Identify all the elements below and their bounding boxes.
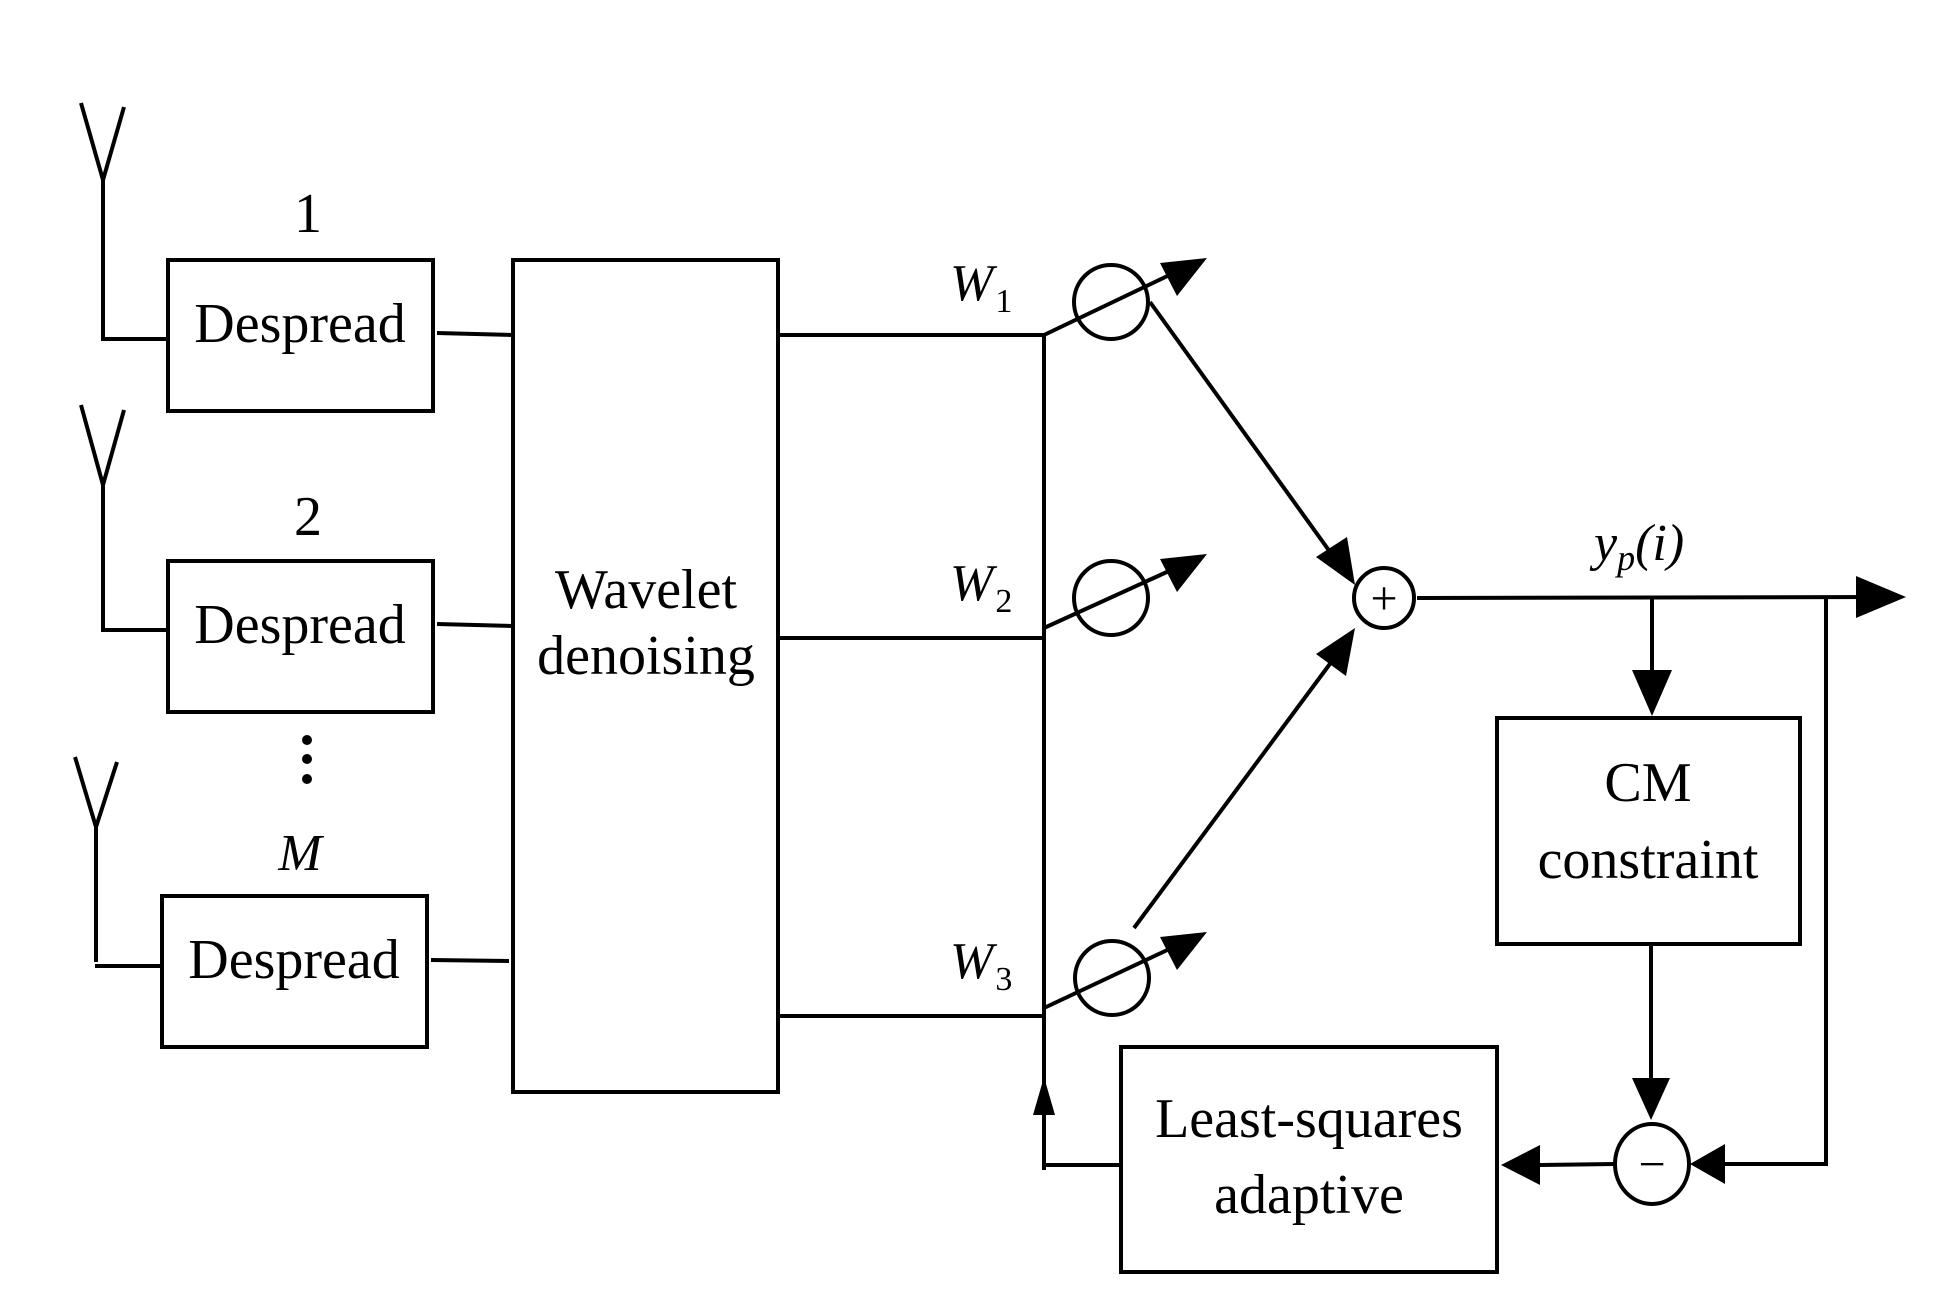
- feedback-line: [1725, 598, 1828, 1166]
- despread-label: Despread: [194, 594, 405, 656]
- cm-label-line1: CM: [1604, 752, 1691, 814]
- connector: [436, 331, 514, 337]
- connector: [1132, 651, 1340, 930]
- despread-block-m[interactable]: Despread: [160, 894, 429, 1049]
- cm-constraint-block[interactable]: CM constraint: [1495, 716, 1802, 946]
- cm-label-line2: constraint: [1538, 829, 1759, 891]
- subtracting-junction: −: [1613, 1122, 1691, 1206]
- ellipsis-dots: [302, 735, 312, 784]
- summing-junction: +: [1352, 566, 1416, 630]
- weight-label-2: W2: [950, 555, 1012, 620]
- arrowhead: [1316, 628, 1355, 676]
- connector: [436, 622, 514, 628]
- branch-label-2: 2: [294, 486, 322, 548]
- ls-label-line1: Least-squares: [1155, 1088, 1463, 1150]
- weight-label-3: W3: [950, 933, 1012, 998]
- despread-block-1[interactable]: Despread: [166, 258, 435, 413]
- antenna-m: [73, 756, 162, 968]
- branch-label-m: M: [277, 825, 324, 882]
- connector: [1539, 1162, 1616, 1167]
- antenna-1: [79, 102, 170, 341]
- adjustable-weight-2[interactable]: [1043, 554, 1207, 637]
- despread-block-2[interactable]: Despread: [166, 559, 435, 714]
- wavelet-denoising-block[interactable]: Wavelet denoising: [511, 258, 780, 1094]
- arrowhead: [1632, 670, 1672, 716]
- wavelet-label-line1: Wavelet: [555, 559, 737, 621]
- adjustable-weight-1[interactable]: [1043, 258, 1207, 341]
- despread-label: Despread: [188, 929, 399, 991]
- arrowhead: [1033, 1077, 1055, 1115]
- connector: [1148, 300, 1340, 565]
- minus-icon: −: [1638, 1138, 1665, 1191]
- weight-label-1: W1: [950, 255, 1012, 320]
- arrowhead: [1316, 537, 1355, 585]
- arrowhead: [1690, 1144, 1725, 1184]
- adjustable-weight-3[interactable]: [1043, 932, 1207, 1017]
- antenna-icon: [73, 756, 119, 834]
- wavelet-label-line2: denoising: [537, 625, 755, 687]
- ls-label-line2: adaptive: [1214, 1164, 1404, 1226]
- least-squares-adaptive-block[interactable]: Least-squares adaptive: [1119, 1045, 1499, 1274]
- output-arrow-icon: [1856, 576, 1906, 618]
- antenna-icon: [79, 102, 126, 188]
- output-line: [1416, 595, 1881, 600]
- antenna-icon: [79, 404, 126, 493]
- arrowhead: [1632, 1078, 1670, 1120]
- plus-icon: +: [1370, 572, 1397, 625]
- output-label: yp(i): [1589, 515, 1684, 578]
- despread-label: Despread: [194, 293, 405, 355]
- arrowhead: [1501, 1145, 1540, 1185]
- antenna-2: [79, 404, 170, 632]
- feedback-line: [1042, 1112, 1121, 1167]
- connector: [430, 958, 510, 963]
- branch-label-1: 1: [294, 183, 322, 245]
